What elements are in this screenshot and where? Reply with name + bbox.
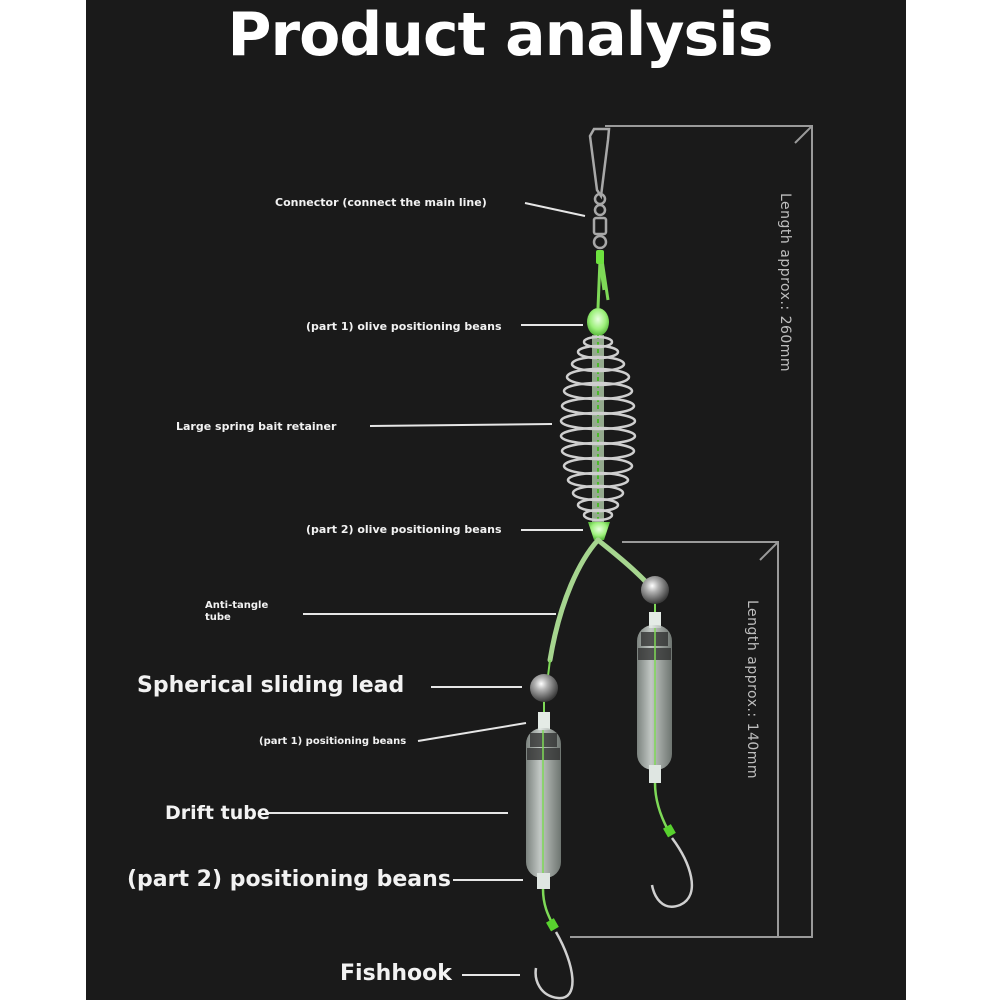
leader-lines [266,202,586,976]
drift-tube-right [637,612,672,783]
dimension-total-length: Length approx.: 260mm [777,193,793,373]
dark-panel [86,0,906,1000]
label-olive-bean-1: (part 1) olive positioning beans [306,320,502,333]
connector-swivel [588,127,611,250]
dimension-lines [570,125,813,938]
label-positioning-bean-1: (part 1) positioning beans [259,736,407,747]
dimension-branch-length: Length approx.: 140mm [744,600,760,780]
label-drift-tube: Drift tube [165,802,270,824]
olive-bean-1 [587,308,609,336]
label-fishhook: Fishhook [340,961,452,986]
page-title: Product analysis [227,0,774,70]
label-connector: Connector (connect the main line) [275,196,487,209]
sliding-lead-left [530,674,558,702]
label-positioning-bean-2: (part 2) positioning beans [127,867,451,892]
sliding-lead-right [641,576,669,604]
label-spring-retainer: Large spring bait retainer [176,420,337,433]
spring-bait-retainer [559,335,637,525]
drift-tube-left [526,712,561,889]
label-anti-tangle-tube: Anti-tangle tube [205,600,269,623]
olive-bean-2 [588,522,610,540]
anti-tangle-tube [547,537,649,663]
label-sliding-lead: Spherical sliding lead [137,673,405,698]
label-olive-bean-2: (part 2) olive positioning beans [306,523,502,536]
fishhook-icon [534,837,694,1000]
